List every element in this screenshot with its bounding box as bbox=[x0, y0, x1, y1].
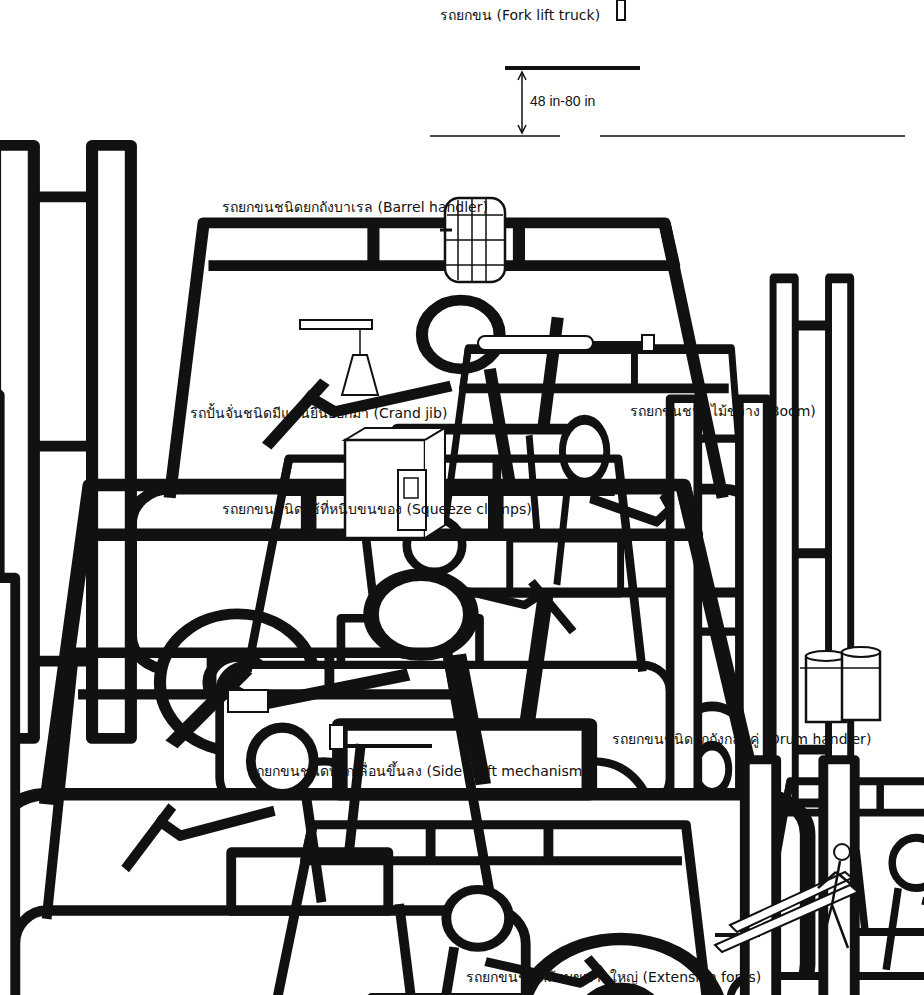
part-label: รถยกขนชนิดใช้ที่หนีบขนของ (Squeeze clamp… bbox=[222, 500, 532, 518]
part-label: รถยกขนชนิดส้อมขนาดใหญ่ (Extension forks) bbox=[466, 968, 761, 986]
part-label: รถยกขน (Fork lift truck) bbox=[440, 6, 600, 24]
part-label: รถยกขนชนิดยกถังกลมคู่ (Drum handler) bbox=[612, 730, 871, 748]
dimension-label: 48 in-80 in bbox=[530, 92, 595, 110]
part-label: รถยกขนชนิดไม้ขวาง (Boom) bbox=[630, 402, 816, 420]
part-label: รถยกขนชนิดยกถังบาเรล (Barrel handler) bbox=[222, 198, 488, 216]
boom-truck bbox=[0, 335, 808, 995]
part-label: รถปั้นจั่นชนิดมีแขนยื่นออกมา (Crand jib) bbox=[190, 404, 447, 422]
part-label: รถยกขนชนิดที่ยกเลื่อนขึ้นลง (Side shift … bbox=[248, 762, 588, 780]
